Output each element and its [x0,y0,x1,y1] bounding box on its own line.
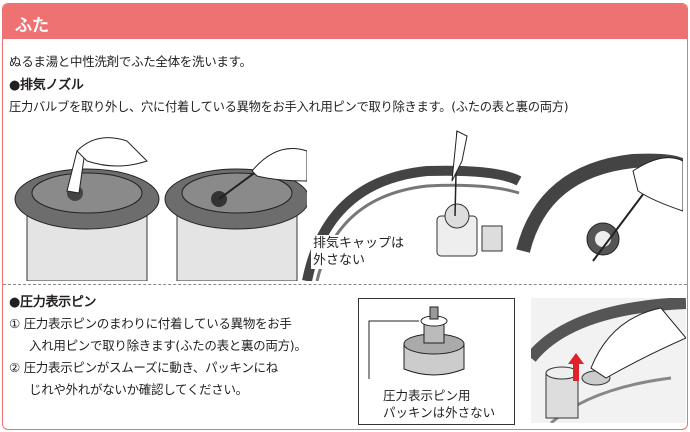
callout-line: 外さない [313,253,366,268]
nozzle-heading: ●排気ノズル [9,78,84,93]
nozzle-text: 圧力バルブを取り外し、穴に付着している異物をお手入れ用ピンで取り除きます。(ふた… [9,100,569,114]
item-text: じれや外れがないか確認してください。 [29,382,248,397]
up-arrow-icon [573,363,579,381]
cooker-lid-illustration-2 [164,148,310,281]
item-text: 入れ用ピンで取り除きます(ふたの表と裏の両方)。 [29,338,307,353]
exhaust-cap-callout: 排気キャップは 外さない [311,235,407,269]
nozzle-illustrations [14,130,683,281]
section-divider [3,284,687,285]
callout-line: 圧力表示ピン用 [383,388,471,403]
pin-cleaning-photo [531,298,686,423]
pin-item-2: ② 圧力表示ピンがスムーズに動き、パッキンにね じれや外れがないか確認してくださ… [9,357,278,401]
callout-line: パッキンは外さない [383,405,496,420]
cooker-lid-illustration-1 [14,137,160,281]
item-number: ① [9,316,20,331]
lid-care-panel: ふた ぬるま湯と中性洗剤でふた全体を洗います。 ●排気ノズル 圧力バルブを取り外… [2,3,688,430]
pin-detail-box: 圧力表示ピン用 パッキンは外さない [358,298,515,425]
pressure-pin-illustration [368,306,465,399]
item-number: ② [9,360,20,375]
item-text: 圧力表示ピンがスムーズに動き、パッキンにね [23,360,279,375]
lid-underside-illustration-2 [516,141,683,281]
pin-heading: ●圧力表示ピン [9,295,97,310]
section-title: ふた [15,16,49,36]
section-header: ふた [3,4,687,39]
item-text: 圧力表示ピンのまわりに付着している異物をお手 [23,316,292,331]
gasket-callout: 圧力表示ピン用 パッキンは外さない [381,387,498,421]
intro-text: ぬるま湯と中性洗剤でふた全体を洗います。 [9,54,252,69]
pin-item-1: ① 圧力表示ピンのまわりに付着している異物をお手 入れ用ピンで取り除きます(ふた… [9,313,307,357]
callout-line: 排気キャップは [313,236,405,251]
